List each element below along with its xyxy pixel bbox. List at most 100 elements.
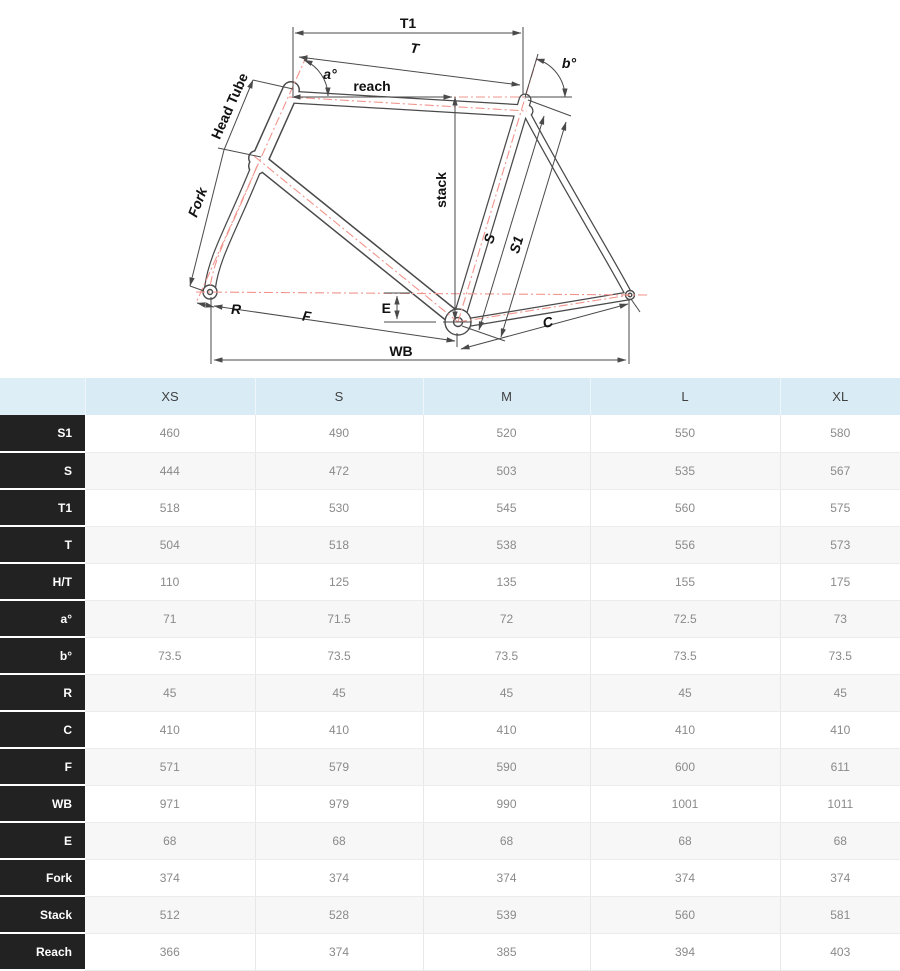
frame-geometry-diagram: T1 T a° b° reach Head Tube Fork stack S …	[0, 0, 900, 378]
value-cell: 560	[589, 489, 780, 527]
value-cell: 556	[589, 526, 780, 564]
value-cell: 73.5	[779, 637, 900, 675]
value-cell: 45	[422, 674, 590, 712]
label-head-tube: Head Tube	[208, 70, 251, 141]
label-s1: S1	[506, 234, 526, 255]
row-label: b°	[0, 637, 85, 675]
row-label: S	[0, 452, 85, 490]
value-cell: 472	[254, 452, 423, 490]
label-b-angle: b°	[562, 55, 577, 71]
value-cell: 394	[589, 933, 780, 971]
value-cell: 403	[779, 933, 900, 971]
value-cell: 366	[85, 933, 255, 971]
value-cell: 990	[422, 785, 590, 823]
value-cell: 73.5	[422, 637, 590, 675]
value-cell: 385	[422, 933, 590, 971]
value-cell: 518	[85, 489, 255, 527]
value-cell: 539	[422, 896, 590, 934]
value-cell: 71.5	[254, 600, 423, 638]
value-cell: 979	[254, 785, 423, 823]
row-label: WB	[0, 785, 85, 823]
value-cell: 72	[422, 600, 590, 638]
label-r: R	[231, 301, 242, 317]
value-cell: 579	[254, 748, 423, 786]
value-cell: 460	[85, 415, 255, 453]
row-label: C	[0, 711, 85, 749]
value-cell: 68	[254, 822, 423, 860]
value-cell: 410	[85, 711, 255, 749]
label-a-angle: a°	[323, 66, 337, 82]
size-column-header-xl: XL	[779, 378, 900, 415]
value-cell: 410	[589, 711, 780, 749]
label-stack: stack	[433, 172, 449, 208]
value-cell: 45	[779, 674, 900, 712]
dimension-lines	[189, 27, 630, 364]
value-cell: 1011	[779, 785, 900, 823]
row-label: Reach	[0, 933, 85, 971]
value-cell: 512	[85, 896, 255, 934]
value-cell: 155	[589, 563, 780, 601]
row-label: Stack	[0, 896, 85, 934]
value-cell: 530	[254, 489, 423, 527]
value-cell: 68	[85, 822, 255, 860]
row-label: Fork	[0, 859, 85, 897]
row-label: H/T	[0, 563, 85, 601]
value-cell: 535	[589, 452, 780, 490]
value-cell: 72.5	[589, 600, 780, 638]
value-cell: 68	[779, 822, 900, 860]
value-cell: 45	[85, 674, 255, 712]
value-cell: 68	[589, 822, 780, 860]
value-cell: 125	[254, 563, 423, 601]
value-cell: 520	[422, 415, 590, 453]
value-cell: 518	[254, 526, 423, 564]
value-cell: 68	[422, 822, 590, 860]
value-cell: 528	[254, 896, 423, 934]
table-corner-cell	[0, 378, 85, 415]
value-cell: 374	[254, 933, 423, 971]
row-label: E	[0, 822, 85, 860]
value-cell: 971	[85, 785, 255, 823]
size-column-header-xs: XS	[84, 378, 255, 415]
value-cell: 490	[254, 415, 423, 453]
value-cell: 567	[779, 452, 900, 490]
value-cell: 175	[779, 563, 900, 601]
value-cell: 573	[779, 526, 900, 564]
value-cell: 611	[779, 748, 900, 786]
size-column-header-m: M	[422, 378, 590, 415]
value-cell: 503	[422, 452, 590, 490]
value-cell: 374	[779, 859, 900, 897]
value-cell: 444	[85, 452, 255, 490]
value-cell: 110	[85, 563, 255, 601]
value-cell: 504	[85, 526, 255, 564]
value-cell: 590	[422, 748, 590, 786]
label-reach: reach	[353, 78, 390, 94]
bike-frame-drawing: T1 T a° b° reach Head Tube Fork stack S …	[184, 15, 649, 364]
row-label: T	[0, 526, 85, 564]
value-cell: 374	[85, 859, 255, 897]
value-cell: 71	[85, 600, 255, 638]
label-t1: T1	[400, 15, 417, 31]
value-cell: 135	[422, 563, 590, 601]
value-cell: 45	[254, 674, 423, 712]
value-cell: 45	[589, 674, 780, 712]
value-cell: 1001	[589, 785, 780, 823]
size-column-header-s: S	[254, 378, 423, 415]
value-cell: 600	[589, 748, 780, 786]
